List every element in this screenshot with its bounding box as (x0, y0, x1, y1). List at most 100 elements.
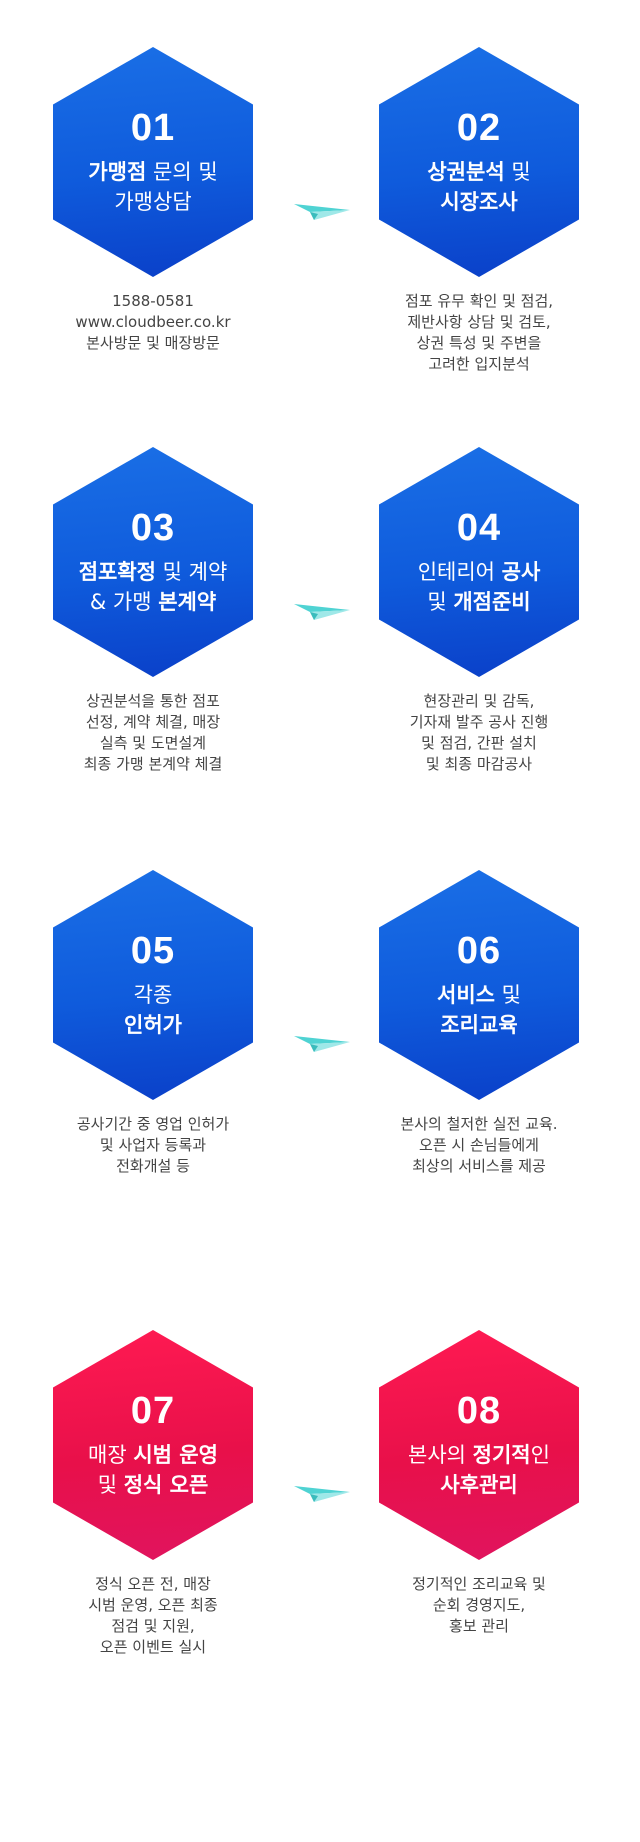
step-title-segment: 정식 오픈 (123, 1473, 209, 1497)
step-description-line: 고려한 입지분석 (428, 355, 530, 373)
step-title-line: 사후관리 (408, 1470, 550, 1500)
step-number: 06 (456, 930, 502, 972)
step-description: 1588-0581 www.cloudbeer.co.kr 본사방문 및 매장방문 (38, 291, 268, 354)
step-title: 점포확정 및 계약& 가맹 본계약 (79, 557, 228, 617)
step-title-segment: 사후관리 (440, 1473, 518, 1497)
step-title-segment: 각종 (133, 983, 173, 1007)
step-title-line: 시장조사 (427, 187, 530, 217)
step-number: 05 (130, 930, 176, 972)
step-description-line: 현장관리 및 감독, (423, 692, 535, 710)
step-title-segment: 정기적 (472, 1443, 531, 1467)
paper-plane-icon (292, 596, 352, 624)
step-title-segment: 조리교육 (440, 1013, 518, 1037)
step-number: 03 (130, 507, 176, 549)
step-title-line: 서비스 및 (437, 980, 521, 1010)
step-description-line: 및 점검, 간판 설치 (421, 734, 537, 752)
paper-plane-icon (292, 196, 352, 224)
step-number: 02 (456, 107, 502, 149)
step-title-line: 각종 (124, 980, 182, 1010)
step-description-line: 정기적인 조리교육 및 (412, 1575, 546, 1593)
step-hexagon: 03 점포확정 및 계약& 가맹 본계약 (53, 447, 253, 677)
step-title-segment: 및 (494, 983, 521, 1007)
step-description-line: 시범 운영, 오픈 최종 (88, 1596, 218, 1614)
step-title-segment: 본계약 (158, 590, 217, 614)
step-number: 01 (130, 107, 176, 149)
step-description-line: 상권 특성 및 주변을 (416, 334, 542, 352)
step-title-line: 본사의 정기적인 (408, 1440, 550, 1470)
step-title-segment: 점포확정 (78, 560, 156, 584)
step-title-segment: 및 (427, 590, 454, 614)
step-description-line: 제반사항 상담 및 검토, (407, 313, 551, 331)
step-description-line: 기자재 발주 공사 진행 (409, 713, 549, 731)
step-title-segment: 및 (504, 160, 531, 184)
step-description-line: 본사의 철저한 실전 교육. (400, 1115, 558, 1133)
step-description-line: 홍보 관리 (449, 1617, 509, 1635)
step-description-line: 순회 경영지도, (432, 1596, 526, 1614)
paper-plane-icon (292, 1028, 352, 1056)
step-title-segment: 개점준비 (453, 590, 531, 614)
step-title-line: 및 개점준비 (418, 587, 541, 617)
step-description-line: 1588-0581 (112, 292, 194, 310)
step-description-line: 공사기간 중 영업 인허가 (76, 1115, 230, 1133)
step-title-segment: 인테리어 (417, 560, 502, 584)
step-title-segment: 문의 및 (146, 160, 218, 184)
step-description-line: 실측 및 도면설계 (99, 734, 207, 752)
step-description-line: 전화개설 등 (116, 1157, 190, 1175)
step-description-line: www.cloudbeer.co.kr (75, 313, 231, 331)
step-title-line: 상권분석 및 (427, 157, 530, 187)
step-title-line: 인테리어 공사 (418, 557, 541, 587)
step-description-line: 및 최종 마감공사 (425, 755, 533, 773)
step-description-line: 및 사업자 등록과 (99, 1136, 207, 1154)
step-title-line: 가맹점 문의 및 (88, 157, 217, 187)
step-description-line: 최종 가맹 본계약 체결 (83, 755, 223, 773)
step-title-segment: 공사 (501, 560, 541, 584)
step-description-line: 점포 유무 확인 및 점검, (404, 292, 554, 310)
step-title-line: & 가맹 본계약 (79, 587, 228, 617)
paper-plane-icon (292, 1478, 352, 1506)
step-title-segment: 가맹상담 (114, 190, 192, 214)
step-title-line: 및 정식 오픈 (88, 1470, 218, 1500)
step-title-segment: 인허가 (124, 1013, 182, 1037)
step-title-line: 인허가 (124, 1010, 182, 1040)
step-title-line: 가맹상담 (88, 187, 217, 217)
step-description-line: 본사방문 및 매장방문 (86, 334, 220, 352)
step-title-segment: 본사의 (408, 1443, 473, 1467)
step-title-segment: 상권분석 (427, 160, 505, 184)
step-description-line: 상권분석을 통한 점포 (86, 692, 220, 710)
step-description-line: 오픈 이벤트 실시 (99, 1638, 207, 1656)
step-description-line: 오픈 시 손님들에게 (419, 1136, 539, 1154)
step-title-segment: 시장조사 (440, 190, 518, 214)
step-title-segment: 가맹점 (88, 160, 147, 184)
step-description-line: 정식 오픈 전, 매장 (95, 1575, 211, 1593)
step-title-segment: 시범 운영 (133, 1443, 218, 1467)
step-title-line: 점포확정 및 계약 (79, 557, 228, 587)
step-title-line: 매장 시범 운영 (88, 1440, 218, 1470)
